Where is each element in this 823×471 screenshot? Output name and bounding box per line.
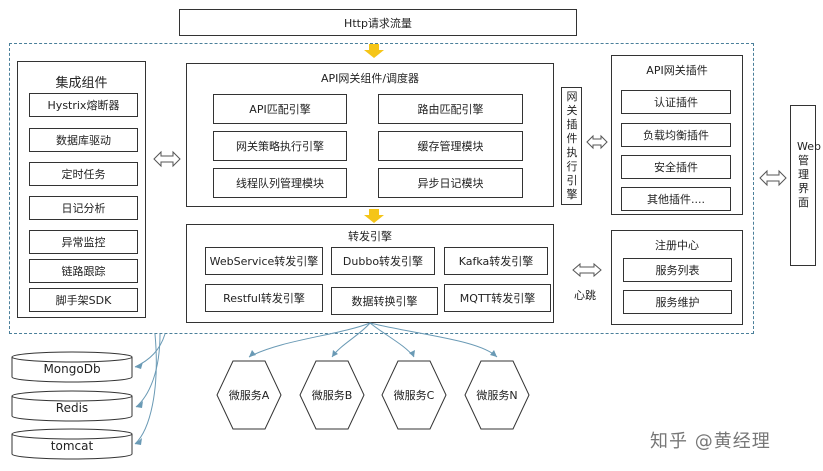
gateway-module: API匹配引擎	[213, 94, 347, 124]
microservice-node: 微服务C	[381, 360, 447, 430]
gateway-title: API网关组件/调度器	[320, 72, 420, 85]
registry-item: 服务列表	[623, 258, 732, 282]
integration-item: 脚手架SDK	[29, 288, 138, 312]
integration-item: Hystrix熔断器	[29, 93, 138, 117]
storage-cylinder: Redis	[11, 390, 133, 422]
forward-title: 转发引擎	[348, 230, 392, 243]
http-traffic-box: Http请求流量	[179, 9, 577, 36]
bidirectional-arrow-icon	[586, 134, 608, 150]
forward-engine-item: WebService转发引擎	[205, 247, 323, 275]
registry-item: 服务维护	[623, 290, 732, 314]
forward-engine-item: MQTT转发引擎	[444, 284, 551, 312]
storage-cylinder: tomcat	[11, 428, 133, 460]
integration-item: 链路跟踪	[29, 259, 138, 283]
down-arrow-icon	[364, 209, 384, 223]
integration-item: 异常监控	[29, 230, 138, 254]
forward-engine-item: 数据转换引擎	[331, 287, 438, 315]
gateway-module: 缓存管理模块	[378, 131, 523, 161]
microservice-node: 微服务B	[299, 360, 365, 430]
forward-engine-item: Dubbo转发引擎	[331, 247, 435, 275]
integration-item: 数据库驱动	[29, 128, 138, 152]
integration-item: 日记分析	[29, 196, 138, 220]
bidirectional-arrow-icon	[759, 169, 787, 187]
registry-title: 注册中心	[655, 239, 699, 252]
plugin-item: 其他插件....	[621, 187, 731, 211]
microservice-node: 微服务A	[216, 360, 282, 430]
forward-engine-item: Restful转发引擎	[205, 284, 323, 312]
gateway-module: 异步日记模块	[378, 168, 523, 198]
microservice-node: 微服务N	[464, 360, 530, 430]
heartbeat-label: 心跳	[574, 289, 596, 302]
http-traffic-label: Http请求流量	[344, 16, 412, 30]
gateway-module: 网关策略执行引擎	[213, 131, 347, 161]
storage-cylinder: MongoDb	[11, 351, 133, 383]
plugin-item: 认证插件	[621, 90, 731, 114]
gateway-module: 路由匹配引擎	[378, 94, 523, 124]
gateway-module: 线程队列管理模块	[213, 168, 347, 198]
watermark: 知乎 @黄经理	[650, 431, 771, 452]
gateway-system-boundary	[9, 43, 754, 334]
bidirectional-arrow-icon	[153, 150, 181, 168]
plugins-title: API网关插件	[646, 64, 708, 77]
plugin-exec-label: 网关插件执行引擎	[566, 90, 578, 201]
plugin-item: 安全插件	[621, 155, 731, 179]
plugin-execution-engine: 网关插件执行引擎	[561, 87, 582, 205]
plugin-item: 负载均衡插件	[621, 123, 731, 147]
web-management-panel: Web管理界面	[790, 105, 821, 266]
integration-item: 定时任务	[29, 162, 138, 186]
integration-title: 集成组件	[55, 76, 108, 91]
bidirectional-arrow-icon	[572, 262, 602, 278]
forward-engine-item: Kafka转发引擎	[444, 247, 548, 275]
down-arrow-icon	[364, 44, 384, 58]
